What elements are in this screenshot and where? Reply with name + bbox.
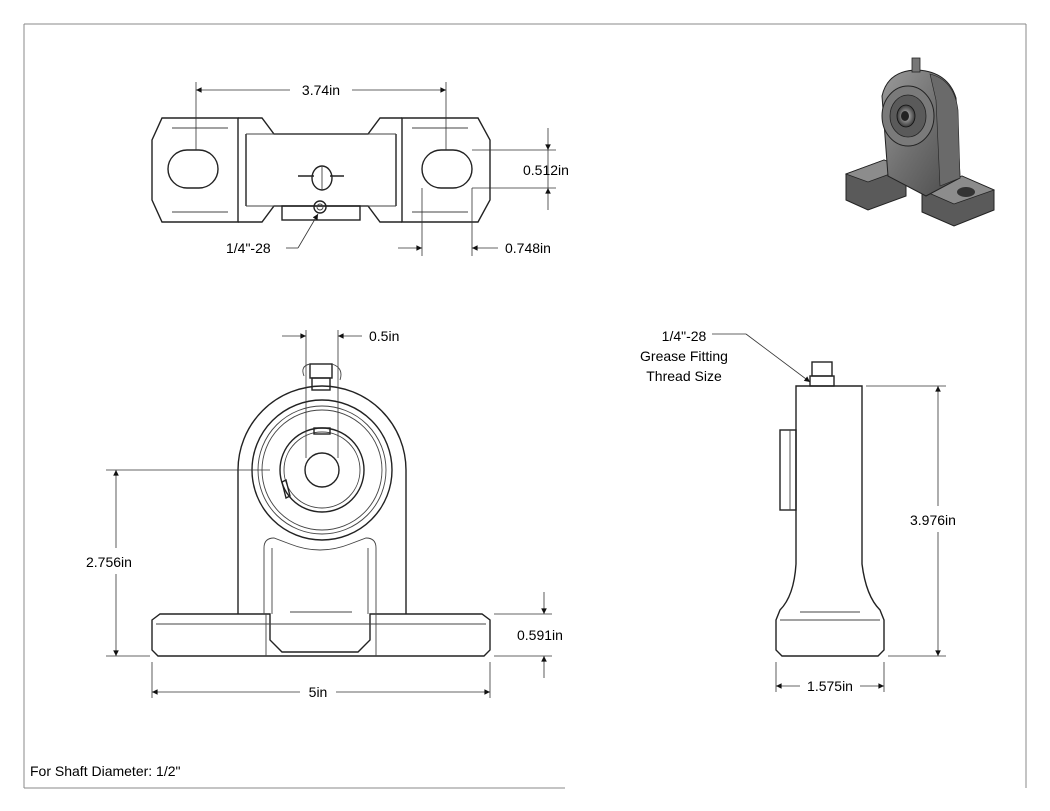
dim-total-height: 3.976in	[910, 512, 956, 528]
front-view-dimensions: 0.5in 2.756in 0.591in 5in	[86, 328, 563, 700]
isometric-render	[844, 57, 996, 227]
dim-bore: 0.5in	[369, 328, 399, 344]
side-view-dimensions: 3.976in 1.575in 1/4"-28 Grease Fitting T…	[640, 328, 956, 694]
dim-base-width: 1.575in	[807, 678, 853, 694]
shaft-diameter-note: For Shaft Diameter: 1/2"	[30, 763, 181, 779]
dim-base-thickness: 0.591in	[517, 627, 563, 643]
grease-callout-line-1: 1/4"-28	[662, 328, 707, 344]
front-view	[151, 363, 491, 657]
dim-base-length: 5in	[309, 684, 328, 700]
dim-center-height: 2.756in	[86, 554, 132, 570]
grease-callout-line-3: Thread Size	[646, 368, 722, 384]
dim-slot-width: 0.512in	[523, 162, 569, 178]
dim-top-width: 3.74in	[302, 82, 340, 98]
top-view-dimensions: 3.74in 0.512in 0.748in 1/4"-28	[195, 82, 569, 256]
dim-slot-offset: 0.748in	[505, 240, 551, 256]
side-view	[775, 361, 885, 657]
top-view	[151, 117, 491, 223]
sheet-border	[23, 23, 1027, 789]
dim-top-thread: 1/4"-28	[226, 240, 271, 256]
grease-callout-line-2: Grease Fitting	[640, 348, 728, 364]
